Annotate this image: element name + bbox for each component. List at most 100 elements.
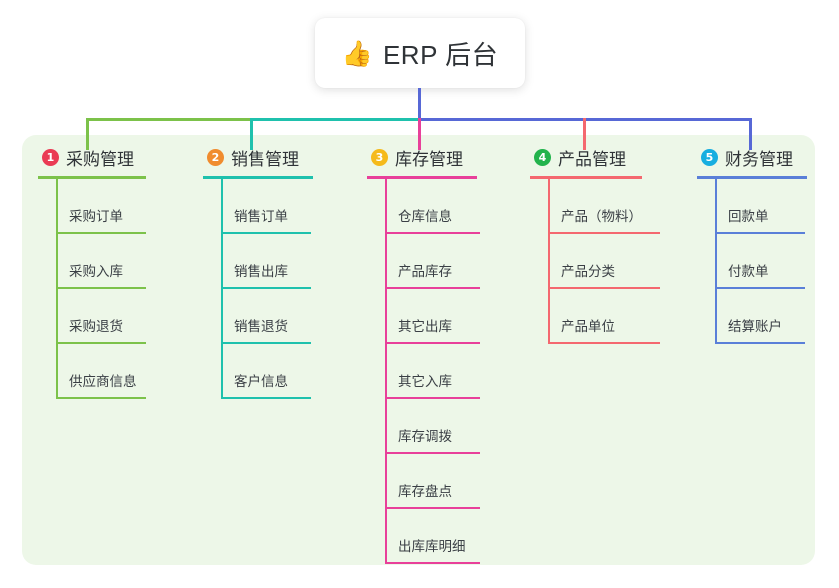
branch-items-4: 产品（物料） 产品分类产品单位 xyxy=(530,179,660,344)
list-item-rule xyxy=(56,232,146,234)
list-item-label: 回款单 xyxy=(728,209,769,224)
branch-header-2[interactable]: 2 销售管理 xyxy=(203,144,313,170)
list-item-rule xyxy=(715,287,805,289)
list-item-label: 销售出库 xyxy=(234,264,288,279)
drop-pink xyxy=(418,118,421,150)
list-item[interactable]: 出库库明细 xyxy=(367,509,480,564)
segment-teal xyxy=(250,118,419,121)
drop-green xyxy=(86,118,89,150)
list-item-label: 结算账户 xyxy=(728,319,782,334)
branch-badge-3: 3 xyxy=(371,148,388,166)
branch-title-2: 销售管理 xyxy=(231,149,299,169)
branch-items-1: 采购订单采购入库采购退货供应商信息 xyxy=(38,179,146,399)
branch-title-5: 财务管理 xyxy=(725,149,793,169)
list-item-rule xyxy=(56,342,146,344)
list-item-label: 出库库明细 xyxy=(398,539,466,554)
list-item[interactable]: 采购入库 xyxy=(38,234,146,289)
list-item-rule xyxy=(385,562,480,564)
list-item-label: 产品分类 xyxy=(561,264,615,279)
list-item[interactable]: 库存盘点 xyxy=(367,454,480,509)
list-item-label: 产品（物料） xyxy=(561,209,642,224)
list-item-rule xyxy=(221,342,311,344)
list-item[interactable]: 采购退货 xyxy=(38,289,146,344)
list-item[interactable]: 付款单 xyxy=(697,234,807,289)
branch-rule-2 xyxy=(203,176,313,179)
diagram-panel xyxy=(22,135,815,565)
branch-title-4: 产品管理 xyxy=(558,149,626,169)
branch-rule-3 xyxy=(367,176,477,179)
list-item-rule xyxy=(385,342,480,344)
list-item-label: 采购入库 xyxy=(69,264,123,279)
branch-column-2: 2 销售管理销售订单销售出库销售退货客户信息 xyxy=(203,144,313,399)
list-item-rule xyxy=(385,287,480,289)
list-item-rule xyxy=(548,232,660,234)
branch-badge-5: 5 xyxy=(701,148,718,166)
list-item-rule xyxy=(221,397,311,399)
branch-rule-5 xyxy=(697,176,807,179)
segment-green xyxy=(86,118,251,121)
drop-red xyxy=(583,118,586,150)
list-item[interactable]: 其它出库 xyxy=(367,289,480,344)
drop-blue xyxy=(749,118,752,150)
list-item[interactable]: 结算账户 xyxy=(697,289,807,344)
branch-spine-4 xyxy=(548,179,550,344)
list-item-rule xyxy=(56,397,146,399)
list-item-rule xyxy=(715,232,805,234)
list-item[interactable]: 库存调拨 xyxy=(367,399,480,454)
branch-spine-5 xyxy=(715,179,717,344)
branch-badge-1: 1 xyxy=(42,148,59,166)
list-item-rule xyxy=(385,507,480,509)
list-item[interactable]: 产品库存 xyxy=(367,234,480,289)
list-item[interactable]: 客户信息 xyxy=(203,344,313,399)
branch-items-5: 回款单付款单结算账户 xyxy=(697,179,807,344)
root-node-card[interactable]: 👍 ERP 后台 xyxy=(315,18,525,88)
list-item[interactable]: 产品（物料） xyxy=(530,179,660,234)
list-item[interactable]: 销售出库 xyxy=(203,234,313,289)
list-item[interactable]: 产品单位 xyxy=(530,289,660,344)
branch-spine-1 xyxy=(56,179,58,399)
list-item[interactable]: 销售退货 xyxy=(203,289,313,344)
list-item-rule xyxy=(221,232,311,234)
list-item-label: 供应商信息 xyxy=(69,374,137,389)
branch-header-5[interactable]: 5 财务管理 xyxy=(697,144,807,170)
list-item-rule xyxy=(56,287,146,289)
list-item-label: 仓库信息 xyxy=(398,209,452,224)
branch-column-5: 5 财务管理回款单付款单结算账户 xyxy=(697,144,807,344)
list-item-rule xyxy=(385,232,480,234)
list-item[interactable]: 采购订单 xyxy=(38,179,146,234)
list-item-rule xyxy=(548,342,660,344)
branch-badge-2: 2 xyxy=(207,148,224,166)
drop-teal xyxy=(250,118,253,150)
thumbs-up-icon: 👍 xyxy=(341,38,373,68)
list-item[interactable]: 回款单 xyxy=(697,179,807,234)
list-item-label: 库存调拨 xyxy=(398,429,452,444)
list-item-label: 销售订单 xyxy=(234,209,288,224)
list-item-label: 客户信息 xyxy=(234,374,288,389)
branch-title-1: 采购管理 xyxy=(66,149,134,169)
list-item[interactable]: 产品分类 xyxy=(530,234,660,289)
list-item[interactable]: 仓库信息 xyxy=(367,179,480,234)
branch-spine-2 xyxy=(221,179,223,399)
root-node-title: ERP 后台 xyxy=(382,39,499,70)
list-item[interactable]: 销售订单 xyxy=(203,179,313,234)
list-item-label: 采购订单 xyxy=(69,209,123,224)
list-item[interactable]: 供应商信息 xyxy=(38,344,146,399)
list-item-label: 采购退货 xyxy=(69,319,123,334)
branch-column-1: 1 采购管理采购订单采购入库采购退货供应商信息 xyxy=(38,144,146,399)
list-item-label: 销售退货 xyxy=(234,319,288,334)
list-item-label: 其它出库 xyxy=(398,319,452,334)
list-item[interactable]: 其它入库 xyxy=(367,344,480,399)
list-item-rule xyxy=(715,342,805,344)
branch-items-3: 仓库信息产品库存其它出库其它入库库存调拨库存盘点出库库明细 xyxy=(367,179,480,564)
branch-items-2: 销售订单销售出库销售退货客户信息 xyxy=(203,179,313,399)
list-item-rule xyxy=(221,287,311,289)
branch-header-1[interactable]: 1 采购管理 xyxy=(38,144,146,170)
branch-rule-4 xyxy=(530,176,642,179)
root-stem-connector xyxy=(418,88,421,118)
list-item-label: 库存盘点 xyxy=(398,484,452,499)
